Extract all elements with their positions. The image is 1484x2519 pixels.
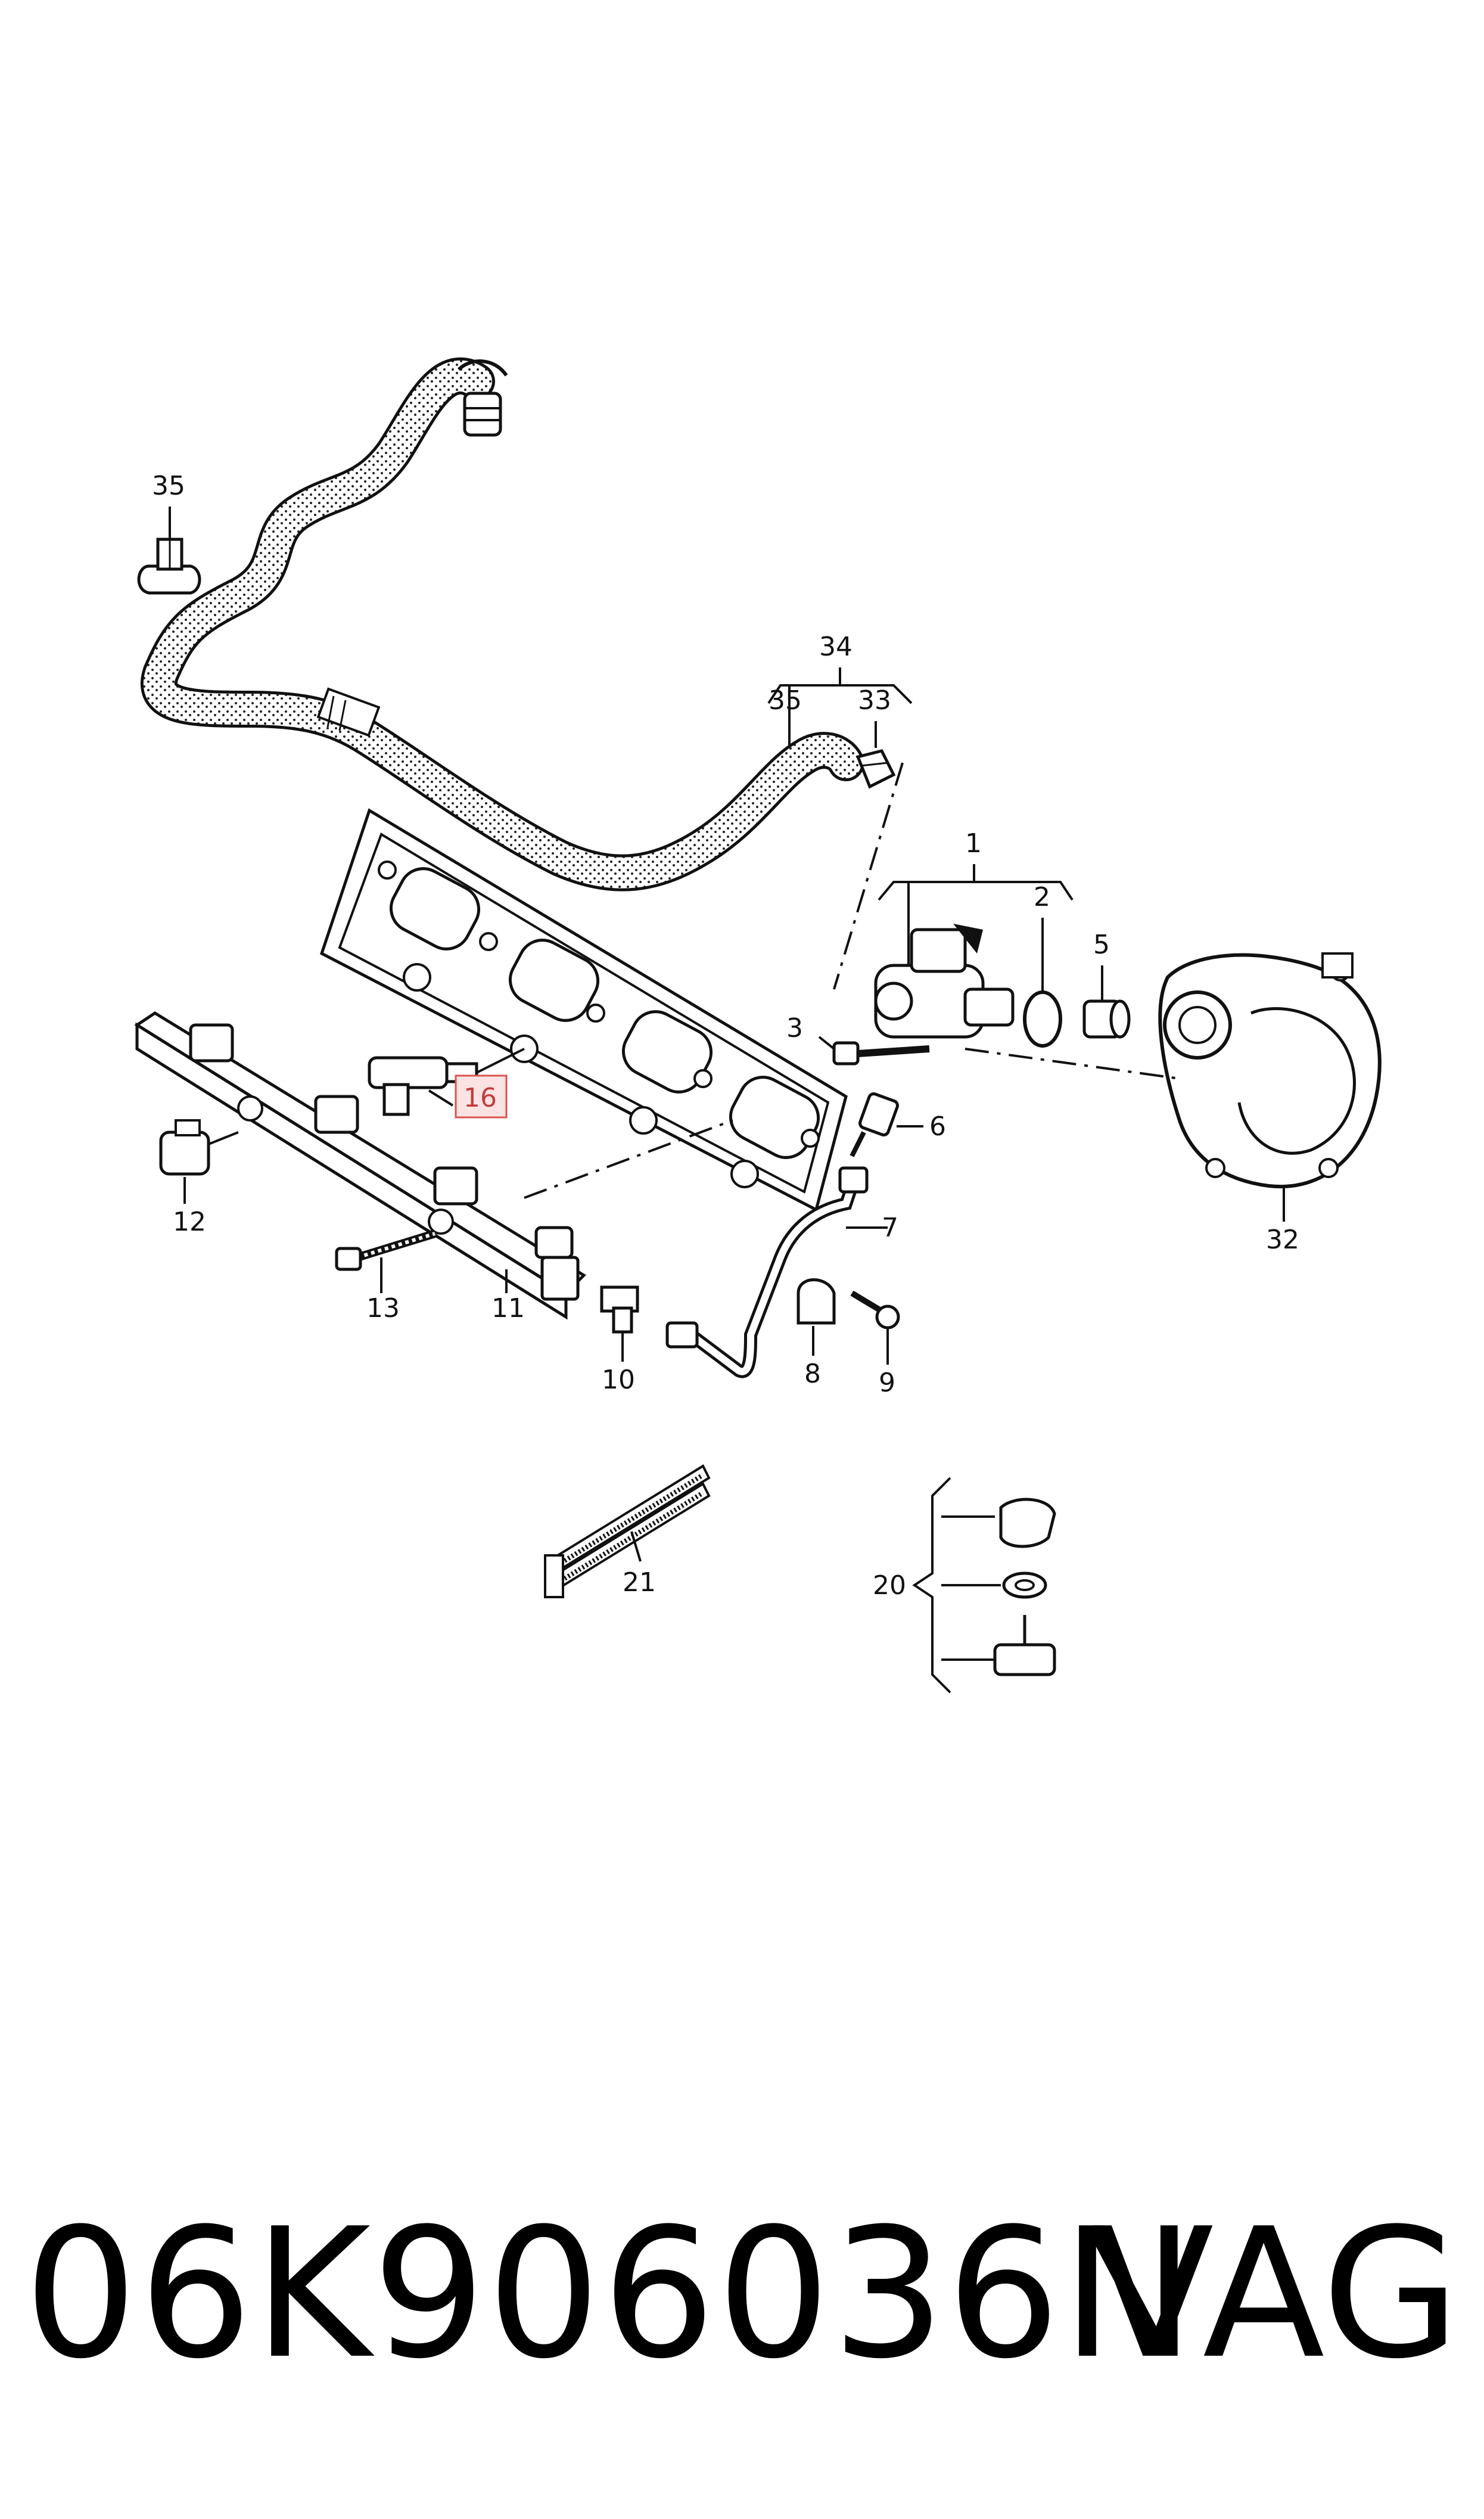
hose-clip-33 — [855, 749, 896, 789]
fuel-pressure-sensor — [159, 1119, 239, 1176]
cylinder-head-gasket-plate — [319, 808, 848, 1212]
callout-33: 33 — [858, 685, 891, 716]
high-pressure-pipe — [665, 1166, 869, 1378]
hose-clip-left — [137, 538, 201, 595]
exploded-parts-diagram: 35 34 35 33 1 2 5 3 6 7 32 12 13 11 10 8… — [134, 358, 1382, 1694]
vacuum-pump — [1158, 952, 1382, 1189]
o-ring — [1023, 990, 1062, 1048]
fuel-rail — [134, 1011, 587, 1320]
callout-16: 16 — [463, 1083, 497, 1113]
high-pressure-fuel-pump — [874, 924, 1015, 1039]
callout-21: 21 — [623, 1567, 656, 1598]
callout-13: 13 — [366, 1293, 400, 1324]
callout-35-right: 35 — [769, 685, 802, 716]
mounting-bolt — [335, 1229, 437, 1271]
callout-6: 6 — [929, 1111, 946, 1142]
callout-8: 8 — [804, 1359, 821, 1389]
callout-20: 20 — [873, 1570, 906, 1601]
callout-3: 3 — [786, 1013, 803, 1043]
union-fitting — [850, 1092, 899, 1157]
callout-11: 11 — [491, 1293, 525, 1324]
callout-16-highlight[interactable]: 16 — [455, 1074, 508, 1119]
roller-tappet — [1082, 999, 1131, 1039]
callout-labels: 35 34 35 33 1 2 5 3 6 7 32 12 13 11 10 8… — [152, 471, 1299, 1601]
callout-1: 1 — [965, 828, 982, 859]
fuel-injector — [368, 1048, 525, 1116]
callout-2: 2 — [1034, 882, 1050, 912]
callout-5: 5 — [1093, 930, 1110, 960]
callout-34: 34 — [819, 632, 853, 662]
alignment-lines — [524, 762, 1180, 1199]
cable-tie — [544, 1464, 711, 1598]
pump-bolt — [832, 1041, 930, 1066]
fastener-set — [993, 1498, 1056, 1676]
callout-35-left: 35 — [152, 471, 185, 501]
leader-lines — [169, 507, 1285, 1694]
brand-label: VAG — [1091, 2190, 1460, 2398]
callout-32: 32 — [1266, 1225, 1299, 1255]
pressure-sender — [600, 1285, 639, 1334]
part-number: 06K906036N — [24, 2190, 1197, 2398]
pipe-clip — [797, 1278, 836, 1325]
callout-7: 7 — [882, 1213, 898, 1243]
callout-12: 12 — [173, 1207, 206, 1237]
callout-10: 10 — [602, 1365, 635, 1395]
vacuum-hose — [141, 358, 864, 892]
clip-screw — [850, 1290, 900, 1330]
callout-9: 9 — [879, 1368, 895, 1398]
